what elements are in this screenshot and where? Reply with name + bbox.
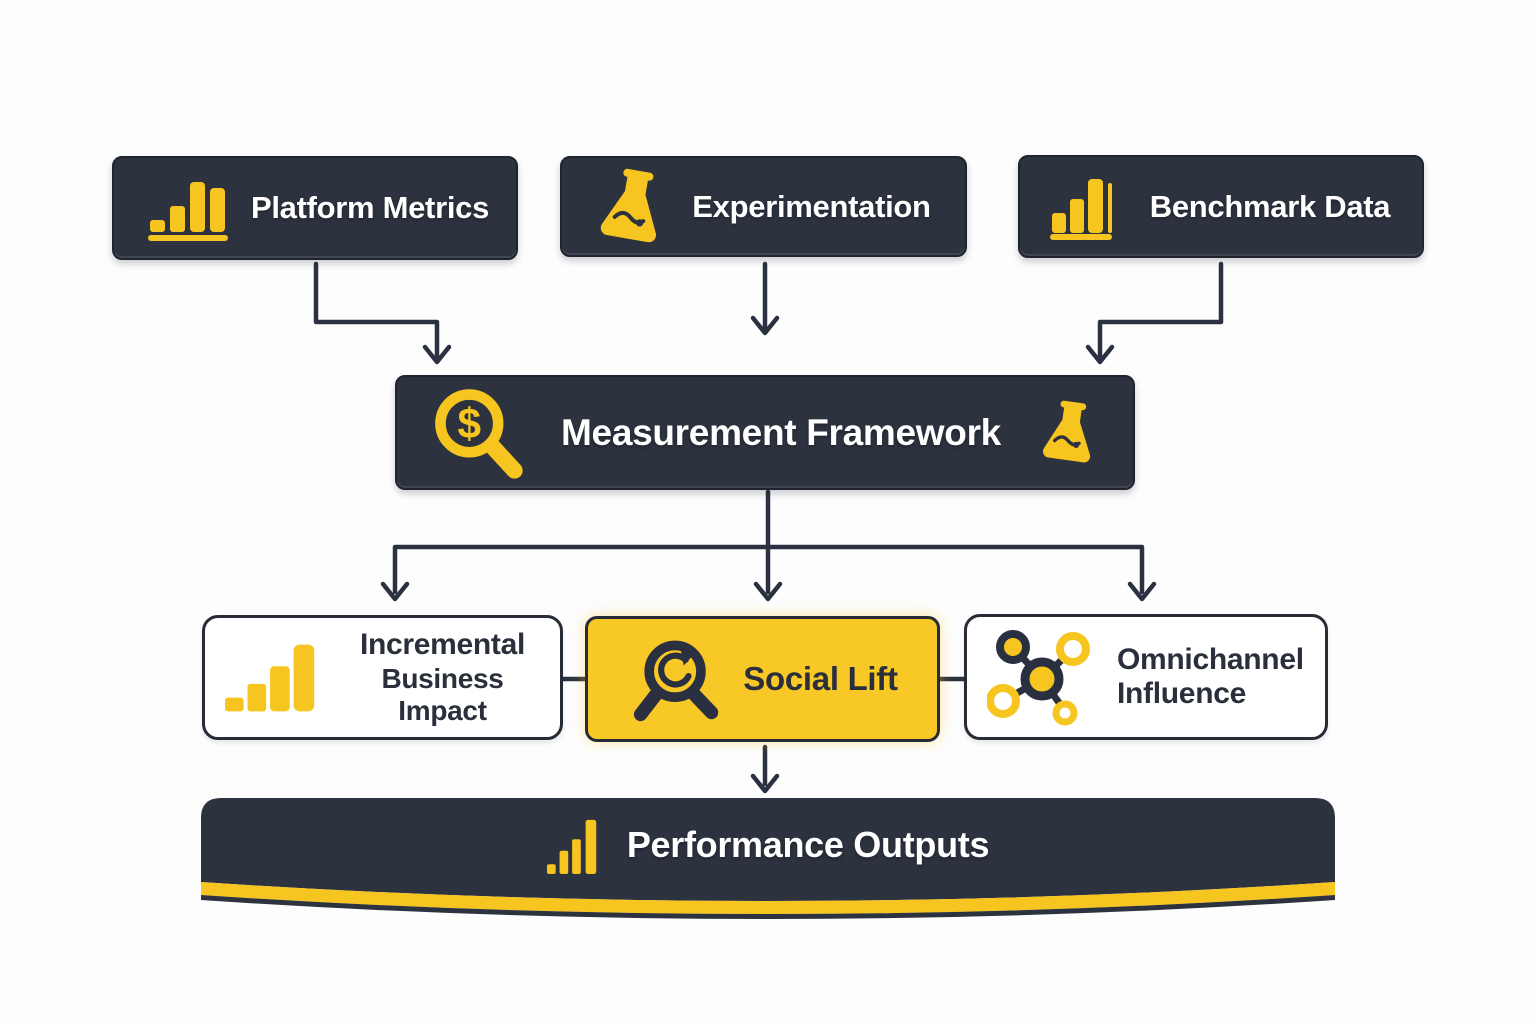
connector-platform-to-framework: [313, 261, 440, 359]
node-platform-metrics: Platform Metrics: [112, 156, 518, 260]
node-label: Measurement Framework: [561, 411, 1001, 453]
connector-benchmark-to-framework: [1097, 261, 1224, 359]
banner-content: Performance Outputs: [201, 798, 1335, 922]
arrowhead-icon: [1127, 581, 1157, 602]
node-measurement-framework: $ Measurement Framework: [395, 375, 1135, 490]
arrowhead-icon: [380, 581, 410, 602]
node-experimentation: Experimentation: [560, 156, 967, 257]
svg-text:$: $: [458, 399, 482, 446]
node-social-lift: Social Lift: [585, 616, 940, 742]
arrowhead-icon: [753, 581, 783, 602]
magnifier-dollar-icon: $: [427, 383, 527, 483]
node-incremental-business-impact: Incremental Business Impact: [202, 615, 563, 740]
node-label: Performance Outputs: [626, 824, 990, 865]
flask-icon: [1035, 389, 1103, 477]
node-benchmark-data: Benchmark Data: [1018, 155, 1424, 258]
connector-framework-branches: [392, 489, 1145, 595]
bar-chart-icon: [546, 813, 603, 877]
network-nodes-icon: [987, 627, 1099, 727]
magnifier-refresh-icon: [627, 633, 727, 725]
node-label: Experimentation: [692, 188, 931, 224]
node-performance-outputs: Performance Outputs: [201, 798, 1335, 922]
bar-chart-icon: [1050, 174, 1130, 240]
flask-icon: [592, 166, 672, 248]
arrowhead-icon: [750, 773, 780, 794]
arrowhead-icon: [422, 344, 452, 365]
bar-chart-icon: [148, 175, 236, 241]
node-label: Benchmark Data: [1149, 188, 1391, 224]
banner-shape: [201, 798, 1335, 919]
node-label: Platform Metrics: [250, 190, 490, 225]
node-label: Omnichannel Influence: [1117, 642, 1304, 711]
bar-chart-icon: [225, 642, 325, 714]
node-label: Incremental Business Impact: [359, 628, 526, 726]
node-label: Social Lift: [743, 660, 898, 697]
arrowhead-icon: [750, 315, 780, 336]
arrowhead-icon: [1085, 344, 1115, 365]
node-omnichannel-influence: Omnichannel Influence: [964, 614, 1328, 740]
